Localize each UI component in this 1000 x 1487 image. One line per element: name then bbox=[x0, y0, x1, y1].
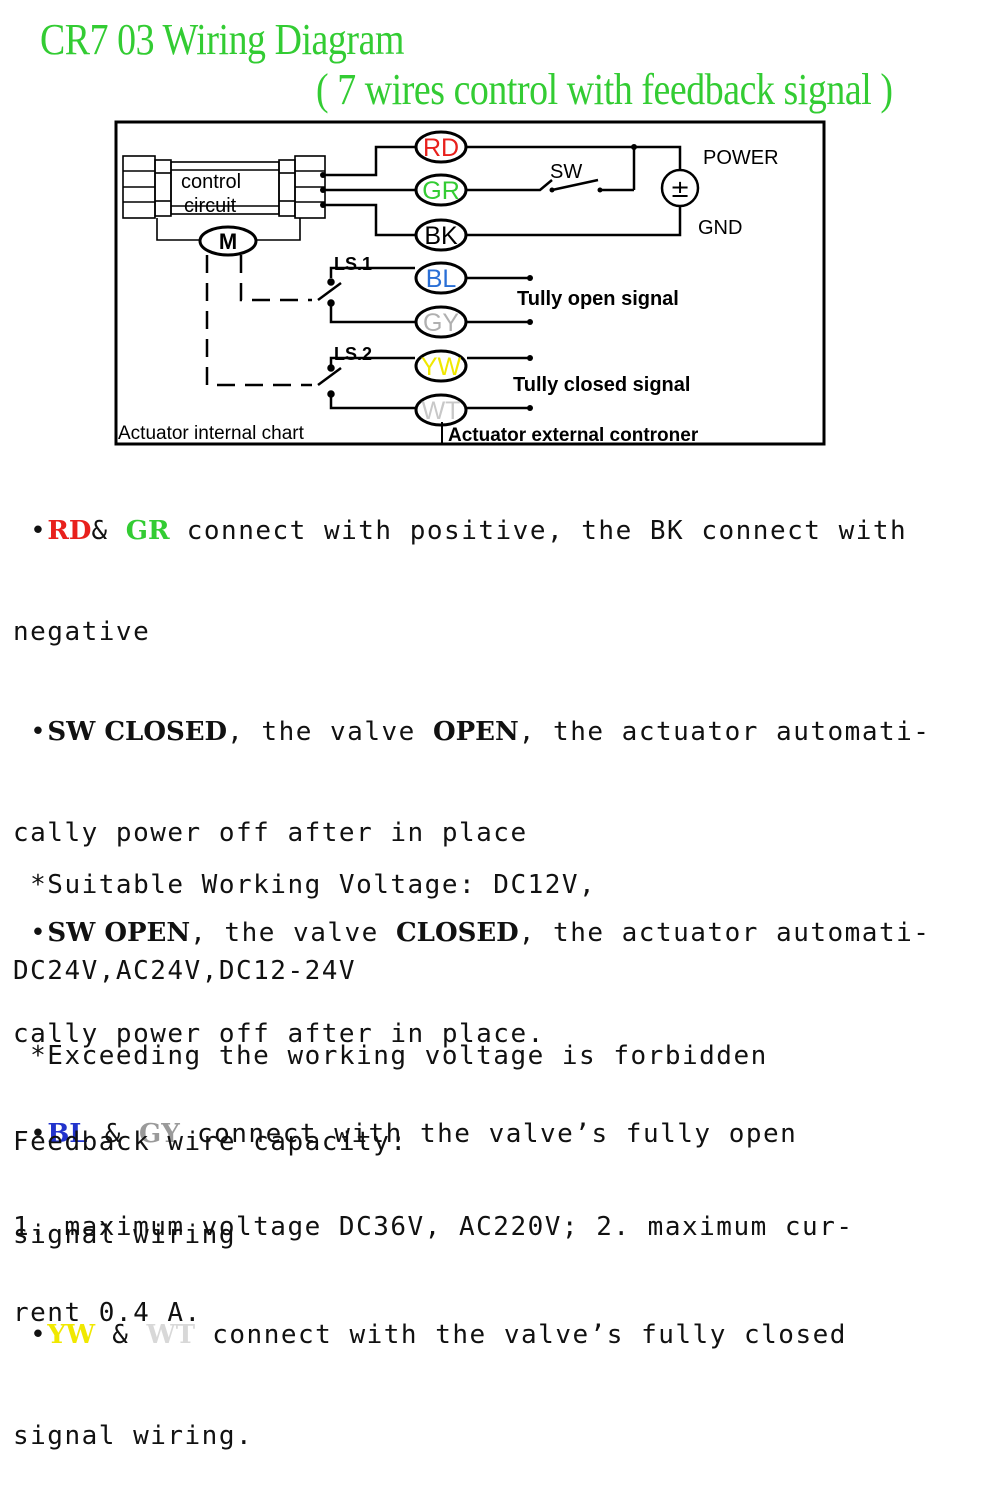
internal-chart-label: Actuator internal chart bbox=[118, 423, 305, 444]
limit-switch-1 bbox=[317, 278, 342, 307]
ampersand: & bbox=[91, 516, 109, 546]
diagram-title: CR7 03 Wiring Diagram bbox=[40, 15, 404, 64]
wiring-diagram: control circuit M LS.1 LS.2 bbox=[114, 120, 826, 446]
note-line: negative bbox=[13, 616, 151, 647]
open-text: OPEN bbox=[432, 717, 519, 747]
sw-closed-text: SW CLOSED bbox=[47, 717, 228, 747]
sw-label: SW bbox=[550, 161, 582, 183]
open-signal-label: Tully open signal bbox=[517, 288, 679, 310]
wire-code-rd: RD bbox=[47, 516, 92, 546]
diagram-subtitle: ( 7 wires control with feedback signal ) bbox=[316, 65, 893, 114]
spec-line: *Exceeding the working voltage is forbid… bbox=[13, 1041, 768, 1071]
terminal-ring bbox=[414, 261, 468, 295]
spec-line: rent 0.4 A. bbox=[13, 1297, 202, 1328]
note-text: , the actuator automati- bbox=[518, 918, 931, 948]
spec-line: *Suitable Working Voltage: DC12V, bbox=[13, 870, 597, 900]
terminal-ring bbox=[414, 130, 468, 164]
terminal-bk: BK bbox=[414, 218, 468, 252]
terminal-yw: YW bbox=[414, 349, 468, 383]
voltage-specs: *Suitable Working Voltage: DC12V, DC24V,… bbox=[13, 814, 998, 1356]
ls2-label: LS.2 bbox=[334, 344, 372, 364]
note-text: connect with positive, the BK connect wi… bbox=[169, 516, 908, 546]
terminal-wt: WT bbox=[414, 393, 468, 427]
note-line: •RD& GR connect with positive, the BK co… bbox=[13, 516, 908, 546]
terminal-code: YW bbox=[421, 353, 462, 381]
note-text: , the actuator automati- bbox=[518, 717, 931, 747]
note-line: cally power off after in place bbox=[13, 817, 528, 848]
power-source-symbol bbox=[660, 168, 700, 208]
note-text: , the valve bbox=[190, 918, 396, 948]
external-wires bbox=[467, 145, 682, 410]
terminal-gy: GY bbox=[414, 305, 468, 339]
terminal-code: BK bbox=[424, 222, 458, 250]
sw-open-text: SW OPEN bbox=[47, 918, 191, 948]
terminal-ring bbox=[414, 173, 468, 207]
control-label: control bbox=[181, 171, 241, 193]
spec-line: 1. maximum voltage DC36V, AC220V; 2. max… bbox=[13, 1212, 854, 1242]
limit-switch-2 bbox=[317, 364, 342, 398]
terminal-ring bbox=[414, 349, 468, 383]
terminal-code: GR bbox=[422, 177, 460, 205]
terminal-code: GY bbox=[423, 309, 459, 337]
terminal-code: BL bbox=[426, 265, 457, 293]
note-text: , the valve bbox=[227, 717, 433, 747]
power-label: POWER bbox=[703, 147, 779, 169]
wire-code-gr: GR bbox=[125, 516, 170, 546]
main-wires bbox=[325, 145, 415, 410]
mechanical-link bbox=[205, 255, 312, 387]
terminal-ring bbox=[414, 305, 468, 339]
circuit-label: circuit bbox=[184, 195, 237, 217]
terminal-ring bbox=[414, 218, 468, 252]
motor-label: M bbox=[219, 229, 237, 254]
sw-switch-blade bbox=[551, 178, 599, 192]
power-source-sign: ± bbox=[670, 175, 690, 203]
terminal-code: RD bbox=[423, 134, 459, 162]
note-line: signal wiring. bbox=[13, 1420, 254, 1451]
ls1-label: LS.1 bbox=[334, 254, 372, 274]
terminal-bl: BL bbox=[414, 261, 468, 295]
note-line: •SW OPEN, the valve CLOSED, the actuator… bbox=[13, 918, 931, 948]
diagram-frame bbox=[114, 120, 826, 446]
spec-line: DC24V,AC24V,DC12-24V bbox=[13, 955, 357, 986]
motor-symbol bbox=[198, 225, 258, 257]
terminal-dots bbox=[320, 172, 326, 208]
valve-body bbox=[122, 155, 326, 241]
note-line: •SW CLOSED, the valve OPEN, the actuator… bbox=[13, 717, 931, 747]
terminal-rd: RD bbox=[414, 130, 468, 164]
spec-line: Feedback wire capacity: bbox=[13, 1126, 408, 1157]
gnd-label: GND bbox=[698, 217, 742, 239]
wire-terminals: RD GR BK BL GY YW WT bbox=[414, 130, 468, 427]
closed-text: CLOSED bbox=[395, 918, 519, 948]
closed-signal-label: Tully closed signal bbox=[513, 374, 690, 396]
terminal-code: WT bbox=[422, 397, 461, 425]
external-controller-label: Actuator external controner bbox=[448, 425, 699, 446]
terminal-gr: GR bbox=[414, 173, 468, 207]
